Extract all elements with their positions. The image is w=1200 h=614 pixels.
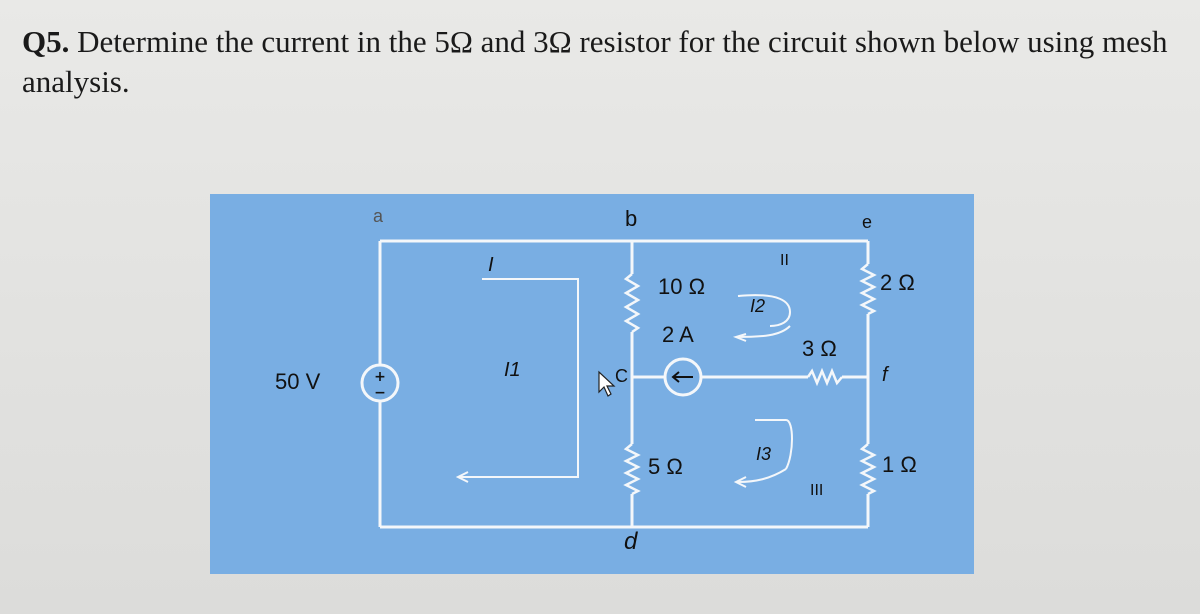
voltage-source-symbol (360, 363, 400, 403)
resistor-1-ohm-label: 1 Ω (882, 452, 917, 477)
mesh-i3-arrowhead (733, 476, 747, 488)
resistor-1-ohm (859, 443, 877, 496)
mesh-i1-label: I1 (504, 359, 521, 381)
node-c-label: C (615, 366, 628, 386)
resistor-3-ohm (806, 367, 843, 387)
current-I-label: I (488, 254, 494, 276)
mesh-i2-label: I2 (750, 296, 766, 316)
mesh-i2-loop (737, 294, 792, 327)
voltage-source-label: 50 V (275, 369, 321, 394)
resistor-2-ohm (859, 263, 877, 316)
current-source-label: 2 A (662, 322, 694, 347)
resistor-10-ohm-label: 10 Ω (658, 274, 706, 299)
resistor-5-ohm-label: 5 Ω (648, 454, 683, 479)
current-III-label: III (810, 482, 824, 499)
node-a-label: a (373, 206, 384, 226)
question-number: Q5. (22, 24, 70, 59)
resistor-2-ohm-label: 2 Ω (880, 270, 915, 295)
circuit-diagram: + − a b e C f d 50 V 2 A 10 Ω 5 Ω 3 Ω 2 … (210, 194, 974, 574)
node-e-label: e (862, 212, 873, 232)
mesh-i2-return (735, 325, 791, 338)
mouse-cursor-icon (598, 370, 616, 397)
mesh-i3-bottom (737, 468, 787, 483)
current-source-arrow (671, 371, 693, 383)
mesh-i1-arrowhead (455, 471, 469, 483)
circuit-wiring: + − (360, 239, 877, 529)
mesh-i3-label: I3 (756, 444, 772, 464)
node-b-label: b (625, 206, 638, 231)
resistor-10-ohm (623, 273, 641, 334)
mesh-i1-loop (460, 278, 579, 478)
node-f-label: f (882, 364, 888, 386)
svg-text:−: − (374, 385, 386, 401)
question-text: Q5. Determine the current in the 5Ω and … (22, 22, 1172, 102)
mesh-i3-loop (755, 419, 793, 470)
node-d-label: d (624, 528, 638, 555)
svg-text:+: + (374, 369, 386, 385)
current-II-label: II (780, 252, 789, 269)
resistor-5-ohm (623, 443, 641, 496)
question-body: Determine the current in the 5Ω and 3Ω r… (22, 24, 1168, 99)
resistor-3-ohm-label: 3 Ω (802, 336, 837, 361)
